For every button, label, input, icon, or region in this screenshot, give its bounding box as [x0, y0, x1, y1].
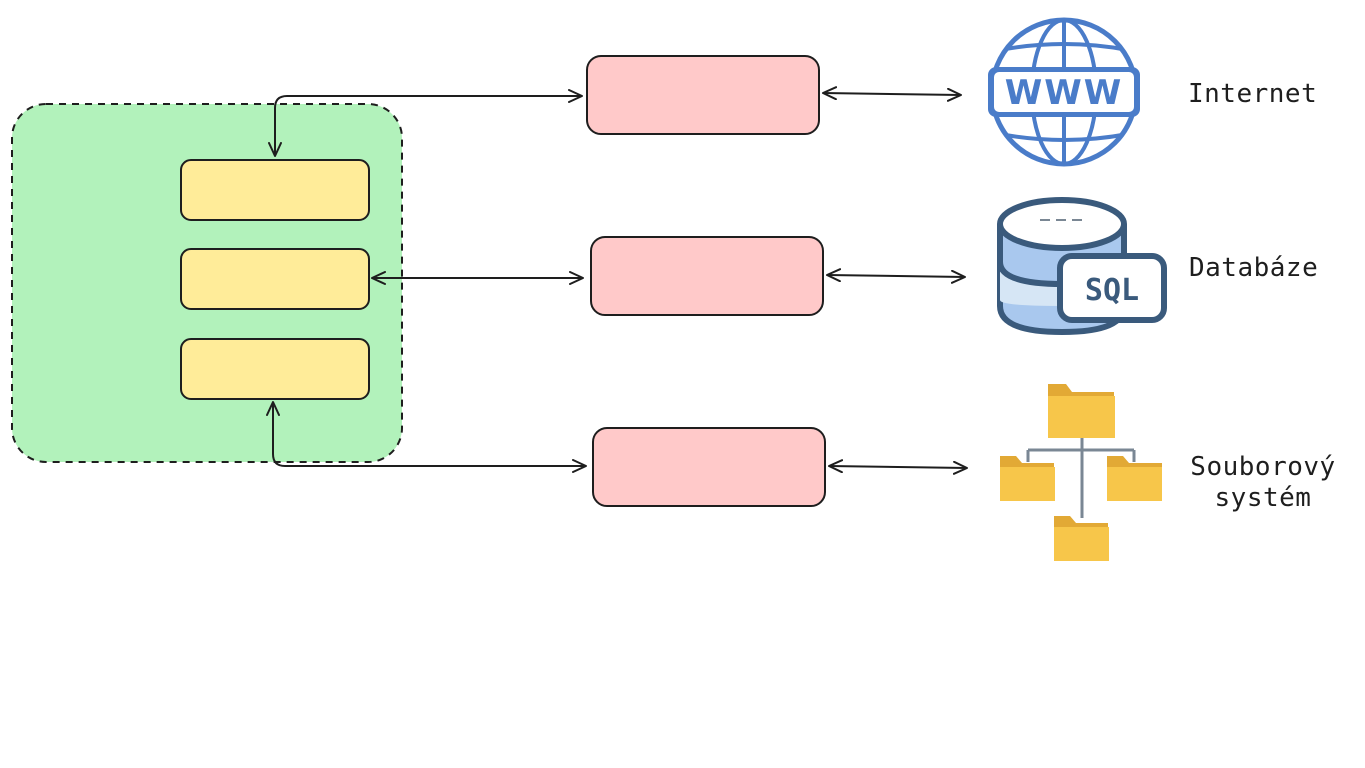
adapter-box-internet [586, 55, 820, 135]
arrow-component3-to-filesystem-adapter [266, 401, 587, 473]
component-box-1 [180, 159, 370, 221]
arrow-component1-to-internet-adapter [268, 89, 583, 157]
globe-www-text: WWW [1005, 73, 1124, 113]
folder-icon-bottom [1054, 516, 1109, 561]
arrow-internet-adapter-to-internet [822, 86, 962, 102]
sql-badge-text: SQL [1085, 273, 1139, 308]
component-box-3 [180, 338, 370, 400]
adapter-box-database [590, 236, 824, 316]
folder-icon-top [1048, 384, 1115, 438]
resource-label-filesystem-line2: systém [1214, 483, 1312, 514]
resource-label-internet: Internet [1188, 79, 1318, 109]
arrow-database-adapter-to-database [826, 268, 966, 284]
component-box-2 [180, 248, 370, 310]
resource-label-filesystem-line1: Souborový [1190, 452, 1336, 482]
globe-www-icon: WWW [988, 17, 1140, 167]
folder-icon-right [1107, 456, 1162, 501]
sql-database-icon: SQL [997, 197, 1167, 335]
resource-label-database: Databáze [1189, 253, 1319, 283]
resource-label-filesystem: Souborový systém [1180, 452, 1346, 514]
adapter-box-filesystem [592, 427, 826, 507]
folder-tree-icon [1000, 384, 1162, 561]
folder-icon-left [1000, 456, 1055, 501]
arrow-filesystem-adapter-to-filesystem [828, 459, 968, 475]
